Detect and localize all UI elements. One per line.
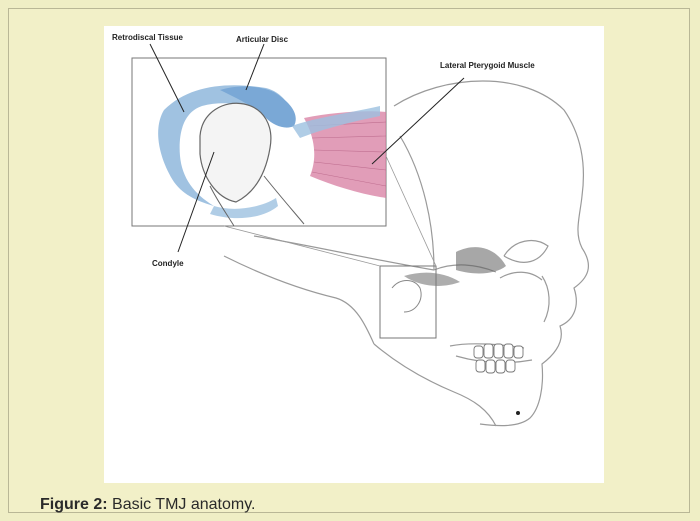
skull-outline xyxy=(224,81,588,426)
tmj-mini-condyle xyxy=(392,281,421,313)
figure-caption: Figure 2: Basic TMJ anatomy. xyxy=(40,496,255,514)
eye-socket xyxy=(456,247,506,273)
tmj-drawing: Retrodiscal Tissue Articular Disc Latera… xyxy=(104,26,604,483)
label-articular-disc: Articular Disc xyxy=(236,35,289,44)
posterior-band xyxy=(210,198,278,218)
label-lateral-pterygoid: Lateral Pterygoid Muscle xyxy=(440,61,535,70)
guide-line-1 xyxy=(224,226,380,266)
leader-lines xyxy=(150,44,464,252)
teeth xyxy=(474,344,523,373)
mental-foramen xyxy=(516,411,520,415)
label-retrodiscal: Retrodiscal Tissue xyxy=(112,33,184,42)
label-condyle: Condyle xyxy=(152,259,184,268)
caption-text: Basic TMJ anatomy. xyxy=(112,496,255,513)
tmj-illustration: Retrodiscal Tissue Articular Disc Latera… xyxy=(104,26,604,483)
ramus-line xyxy=(264,176,304,224)
zygomatic-shade xyxy=(404,273,460,286)
caption-label: Figure 2: xyxy=(40,496,108,513)
